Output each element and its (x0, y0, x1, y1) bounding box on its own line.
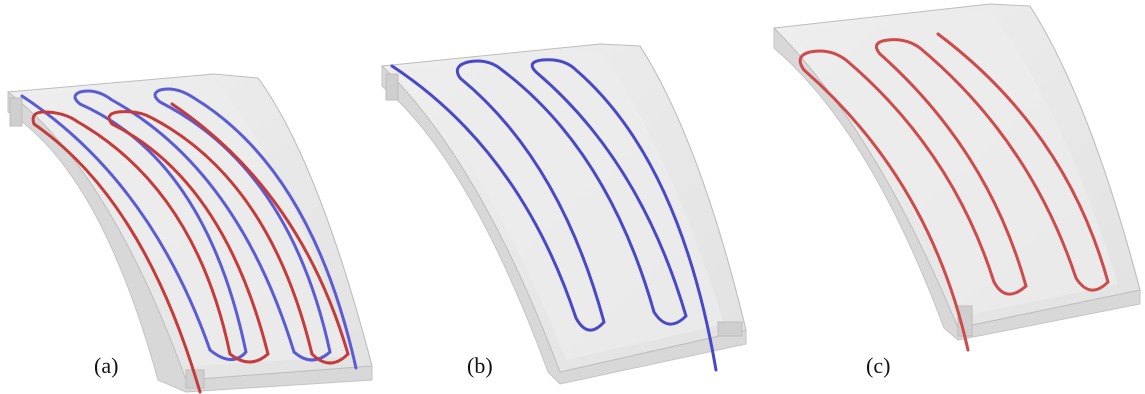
slab-c (772, 3, 1141, 341)
supply-pipe-b (390, 58, 718, 372)
panel-label-b: (b) (467, 353, 493, 378)
supply-pipe-a (20, 87, 358, 370)
panel-a (6, 73, 373, 394)
return-pipe-a (31, 102, 350, 394)
panel-label-a: (a) (94, 353, 119, 378)
return-pipe-c (798, 32, 1110, 352)
panel-b (380, 43, 747, 385)
panel-label-c: (c) (866, 353, 891, 378)
panel-c (772, 3, 1141, 352)
slab-a (6, 73, 373, 393)
